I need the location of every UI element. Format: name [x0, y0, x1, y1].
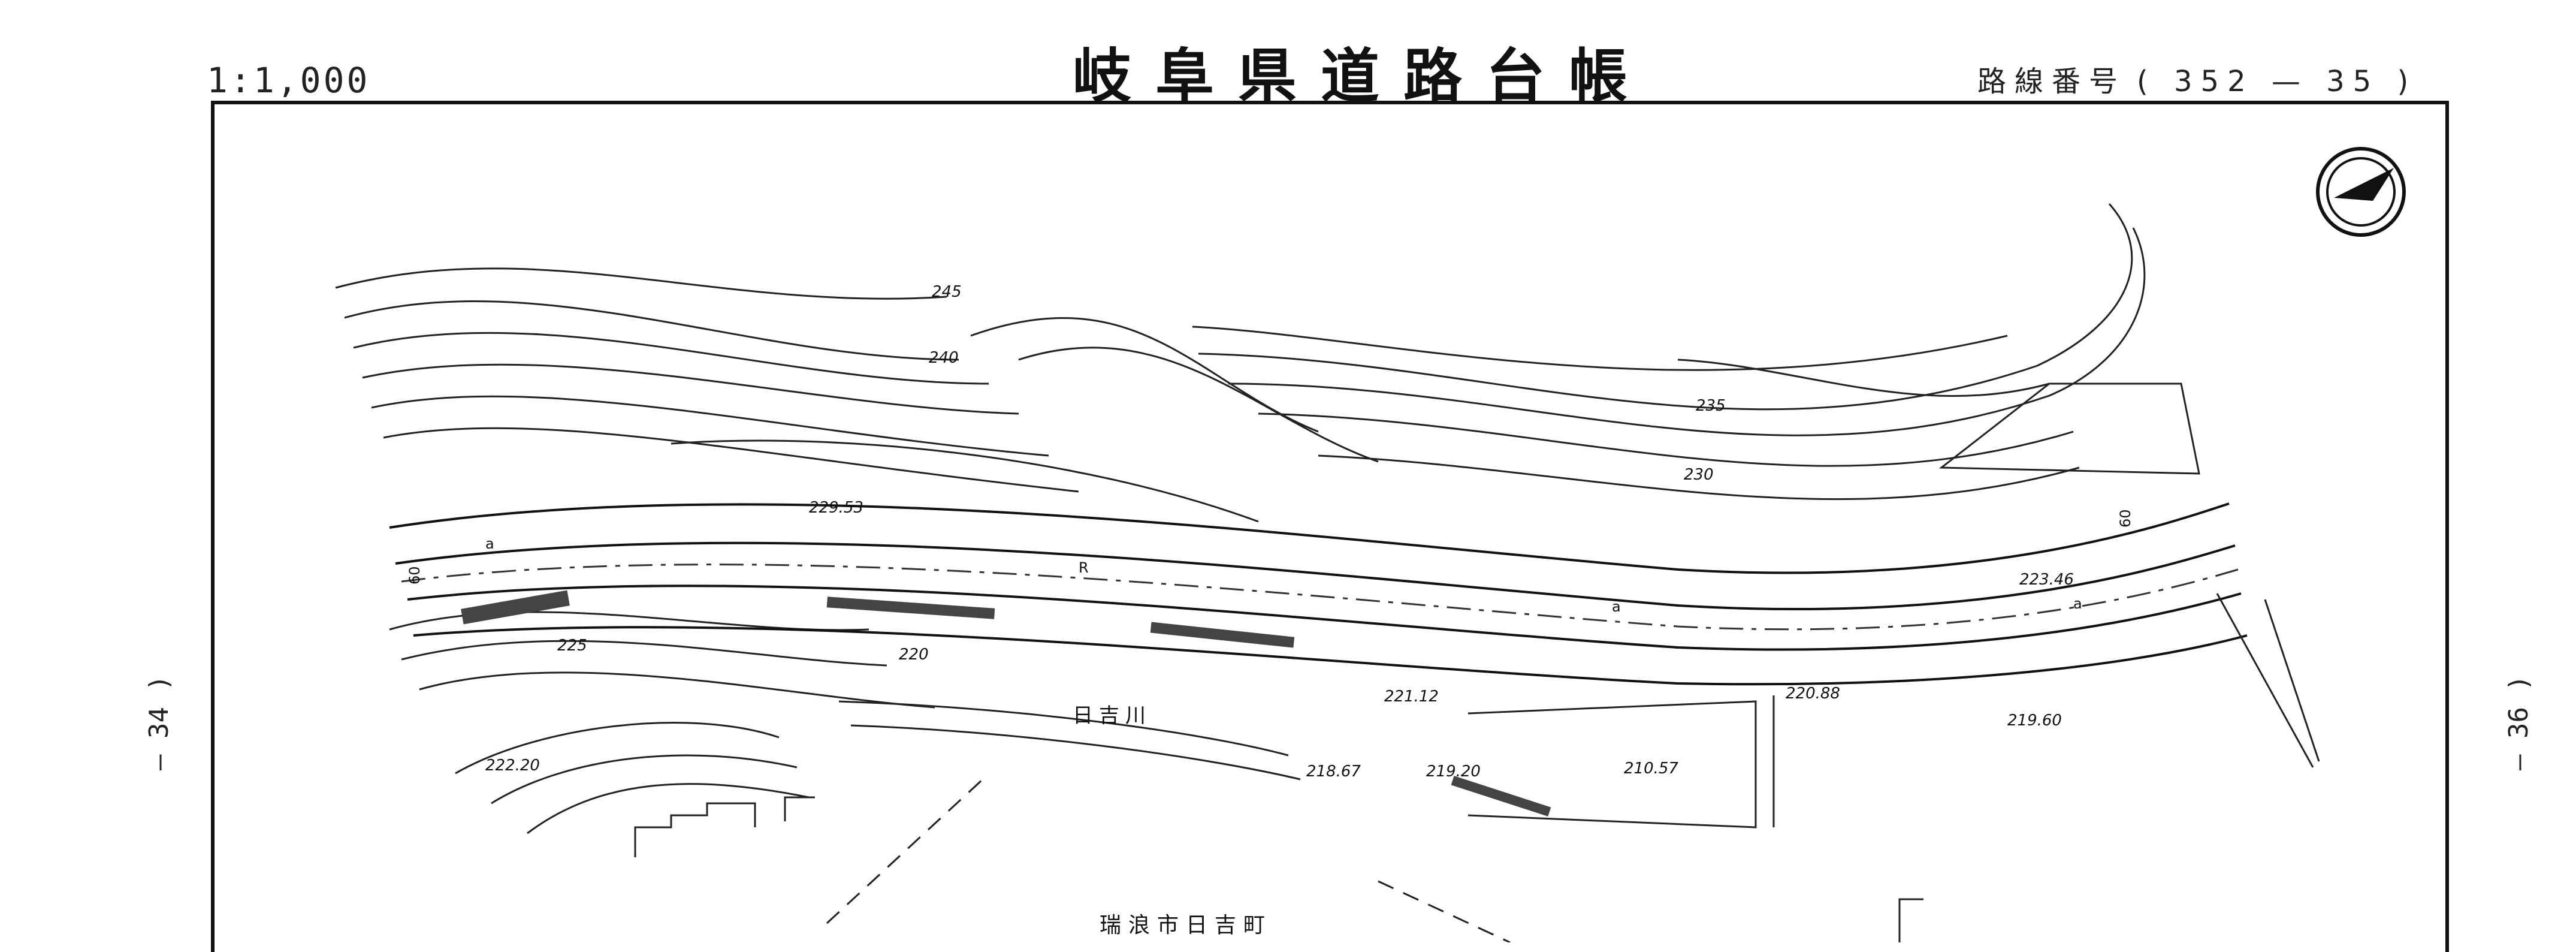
road-mark: a [485, 535, 494, 552]
road-mark: R [1079, 559, 1089, 576]
embankment-hatching [461, 590, 1551, 817]
road-mark: a [2073, 595, 2082, 612]
elevation-label: 223.46 [2019, 571, 2074, 589]
admin-boundary [826, 778, 1511, 942]
road-mark: a [1612, 598, 1621, 615]
elevation-label: 220.88 [1786, 685, 1840, 703]
contour-label: 230 [1684, 466, 1714, 484]
river [838, 700, 1301, 781]
land-parcels [1467, 593, 2320, 829]
slope-area [671, 382, 2200, 523]
contour-lines [335, 203, 2146, 834]
contour-label: 225 [557, 637, 587, 655]
elevation-label: 229.53 [809, 499, 863, 517]
elevation-label: 222.20 [485, 757, 540, 775]
route-number-value: ( 352 — 35 ) [2137, 65, 2417, 98]
road-width-mark: 60 [406, 566, 423, 585]
elevation-label: 210.57 [1624, 760, 1678, 778]
route-number-label: 路線番号 [1977, 65, 2127, 98]
contour-label: 220 [899, 646, 929, 664]
road-marks: R a a a 60 60 [406, 509, 2134, 615]
contour-label: 240 [929, 349, 959, 367]
map-scale: 1:1,000 [207, 60, 370, 101]
elevation-label: 221.12 [1384, 688, 1439, 706]
route-number: 路線番号 ( 352 — 35 ) [1977, 58, 2427, 100]
river-name: 日吉川 [1073, 704, 1152, 728]
road-edges [389, 502, 2248, 686]
elevation-label: 218.67 [1306, 763, 1361, 781]
contour-label: 245 [932, 283, 962, 301]
elevation-label: 219.20 [1426, 763, 1481, 781]
contour-label: 235 [1696, 397, 1726, 415]
north-arrow-icon [2316, 147, 2406, 237]
town-name: 瑞浪市日吉町 [1100, 913, 1272, 938]
page-title: 岐阜県道路台帳 [1073, 43, 1652, 111]
road-centerline [401, 564, 2239, 631]
road-width-mark: 60 [2117, 509, 2134, 528]
buildings [634, 796, 1923, 942]
elevation-label: 219.60 [2007, 712, 2062, 730]
map-frame [211, 101, 2449, 952]
map-labels: 245 240 235 230 225 220 229.53 223.46 22… [485, 283, 2074, 781]
